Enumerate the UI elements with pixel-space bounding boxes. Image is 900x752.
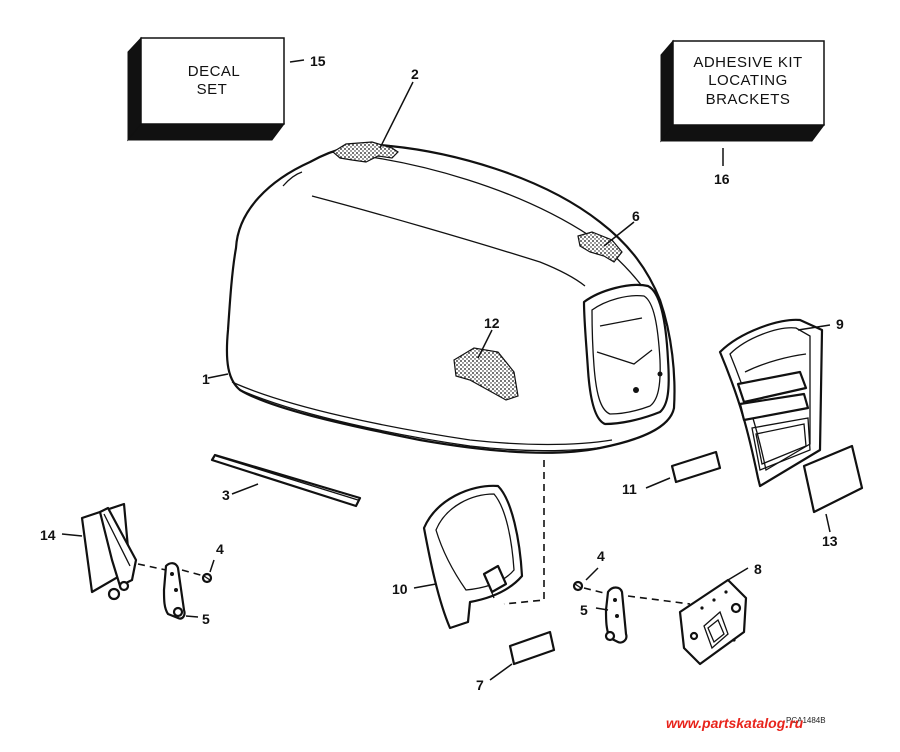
pad-13 (802, 444, 864, 514)
decal-set-box: DECAL SET (126, 36, 285, 142)
callout-6: 6 (632, 208, 640, 224)
engine-cover (225, 141, 676, 454)
adhesive-kit-line-3: BRACKETS (706, 91, 791, 108)
watermark-text: www.partskatalog.ru (666, 715, 804, 731)
drawing-code: PCA1484B (786, 716, 826, 725)
link-left (162, 562, 186, 620)
adhesive-kit-box: ADHESIVE KIT LOCATING BRACKETS (660, 39, 825, 143)
grille-panel (718, 318, 824, 488)
callout-16: 16 (714, 171, 730, 187)
decal-12 (453, 347, 519, 401)
callout-10: 10 (392, 581, 408, 597)
decal-6 (577, 231, 623, 263)
link-right (604, 586, 628, 644)
adhesive-kit-line-1: ADHESIVE KIT (693, 54, 802, 71)
callout-3: 3 (222, 487, 230, 503)
callout-1: 1 (202, 371, 210, 387)
bracket-14 (80, 502, 138, 601)
callout-2: 2 (411, 66, 419, 82)
side-shield (422, 484, 524, 630)
callout-5-left: 5 (202, 611, 210, 627)
callout-4-left: 4 (216, 541, 224, 557)
label-7 (508, 630, 556, 666)
callout-7: 7 (476, 677, 484, 693)
decal-set-line-2: SET (197, 81, 228, 98)
callout-14: 14 (40, 527, 56, 543)
callout-12: 12 (484, 315, 500, 331)
callout-13: 13 (822, 533, 838, 549)
callout-9: 9 (836, 316, 844, 332)
decal-set-line-1: DECAL (188, 63, 241, 80)
screw-right (572, 580, 584, 592)
decal-2 (331, 141, 399, 163)
adhesive-kit-line-2: LOCATING (708, 72, 788, 89)
label-11 (670, 450, 722, 484)
callout-15: 15 (310, 53, 326, 69)
latch-plate (678, 578, 748, 666)
callout-11: 11 (622, 481, 637, 497)
callout-4-right: 4 (597, 548, 605, 564)
seal-strip (210, 453, 362, 508)
screw-left (201, 572, 213, 584)
callout-8: 8 (754, 561, 762, 577)
callout-5-right: 5 (580, 602, 588, 618)
